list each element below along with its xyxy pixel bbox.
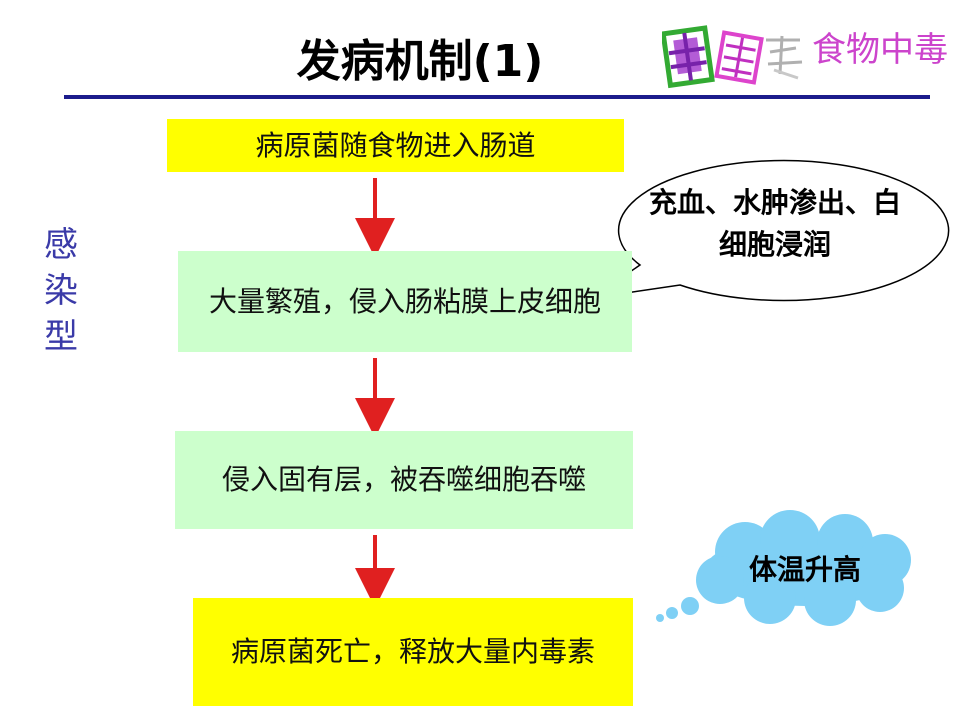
flow-step-text: 侵入固有层，被吞噬细胞吞噬 xyxy=(221,463,586,496)
corner-title: 食物中毒 xyxy=(812,30,948,70)
cloud-text: 体温升高 xyxy=(748,553,861,586)
flow-step-2: 大量繁殖，侵入肠粘膜上皮细胞 xyxy=(178,251,632,352)
thought-cloud xyxy=(656,510,911,626)
title-divider xyxy=(64,95,930,99)
stamp-logo xyxy=(662,25,803,89)
flow-step-text: 病原菌随食物进入肠道 xyxy=(255,128,536,162)
flow-step-1: 病原菌随食物进入肠道 xyxy=(167,119,624,172)
page-title: 发病机制(1) xyxy=(296,36,544,87)
flow-step-3: 侵入固有层，被吞噬细胞吞噬 xyxy=(175,431,633,529)
callout-text: 充血、水肿渗出、白细胞浸润 xyxy=(648,186,901,261)
flow-step-text: 病原菌死亡，释放大量内毒素 xyxy=(230,635,595,668)
flow-step-text: 大量繁殖，侵入肠粘膜上皮细胞 xyxy=(208,284,601,318)
flow-step-4: 病原菌死亡，释放大量内毒素 xyxy=(193,598,633,706)
side-label: 感染型 xyxy=(44,225,78,357)
speech-bubble xyxy=(591,159,950,302)
